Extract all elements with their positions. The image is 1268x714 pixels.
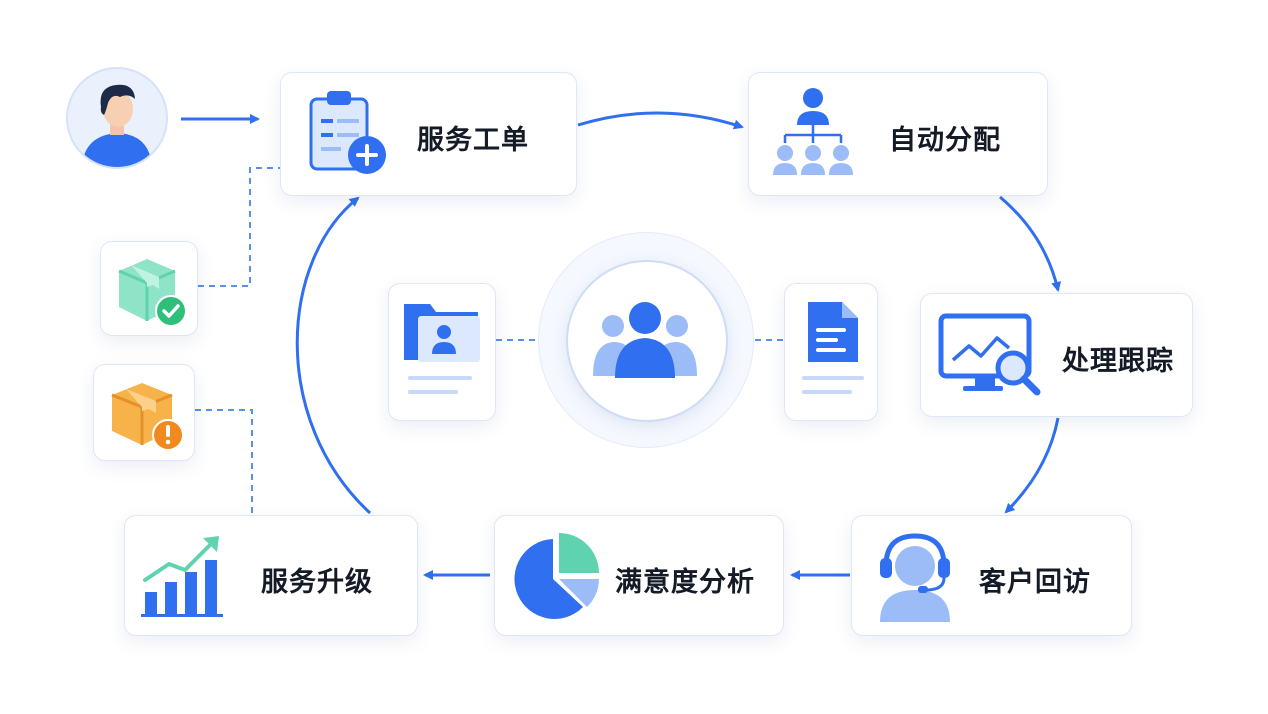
step-card-analysis[interactable]: 满意度分析 <box>494 515 784 636</box>
arrow-assign-to-track <box>999 195 1062 292</box>
arrow-ticket-to-assign <box>577 111 744 130</box>
step-card-assign[interactable]: 自动分配 <box>748 72 1048 196</box>
status-card-box-alert <box>93 364 195 461</box>
step-label-ticket: 服务工单 <box>417 125 529 156</box>
arrow-track-to-revisit <box>1004 417 1060 514</box>
user-avatar <box>66 67 168 169</box>
step-card-revisit[interactable]: 客户回访 <box>851 515 1132 636</box>
arrow-upgrade-to-ticket <box>295 196 372 515</box>
headset-icon <box>880 533 950 622</box>
pie-chart-icon <box>514 533 599 619</box>
step-label-analysis: 满意度分析 <box>615 567 755 598</box>
user-avatar-icon <box>82 84 152 167</box>
step-card-ticket[interactable]: 服务工单 <box>280 72 577 196</box>
team-center-circle <box>566 260 728 422</box>
monitor-search-icon <box>938 313 1041 396</box>
org-chart-icon <box>773 88 853 175</box>
step-label-assign: 自动分配 <box>889 125 1001 156</box>
dashed-link-box-alert <box>195 409 253 514</box>
clipboard-plus-icon <box>309 91 386 174</box>
folder-profile-icon <box>404 304 480 394</box>
step-label-track: 处理跟踪 <box>1062 346 1174 377</box>
dashed-link-box-ok <box>198 167 280 287</box>
profile-document-card <box>388 283 496 421</box>
step-label-revisit: 客户回访 <box>979 567 1091 598</box>
step-card-track[interactable]: 处理跟踪 <box>920 293 1193 417</box>
growth-chart-icon <box>141 536 223 617</box>
step-label-upgrade: 服务升级 <box>261 567 373 598</box>
team-icon <box>593 302 697 378</box>
document-icon <box>802 302 864 394</box>
step-card-upgrade[interactable]: 服务升级 <box>124 515 418 636</box>
box-check-icon <box>118 259 187 327</box>
status-card-box-ok <box>100 241 198 336</box>
report-document-card <box>784 283 878 421</box>
box-alert-icon <box>111 383 184 451</box>
